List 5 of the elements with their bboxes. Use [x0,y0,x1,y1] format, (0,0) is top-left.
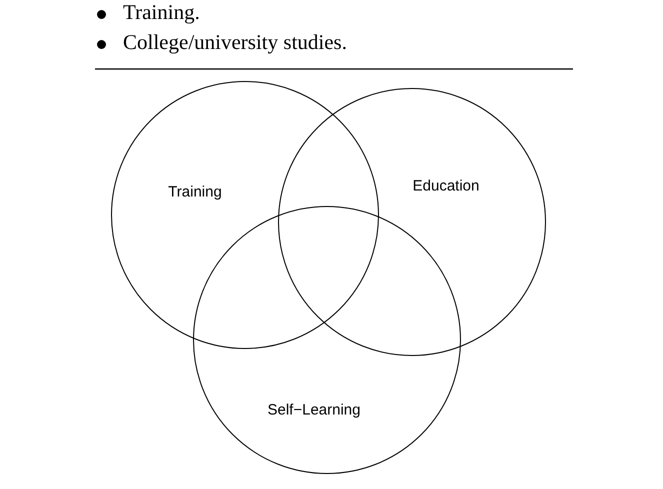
bullet-text: Training. [123,0,200,25]
circle-label: Self−Learning [268,402,360,418]
circle-label: Training [168,184,222,200]
circle-label: Education [412,178,480,194]
bullet-text: College/university studies. [123,30,347,55]
